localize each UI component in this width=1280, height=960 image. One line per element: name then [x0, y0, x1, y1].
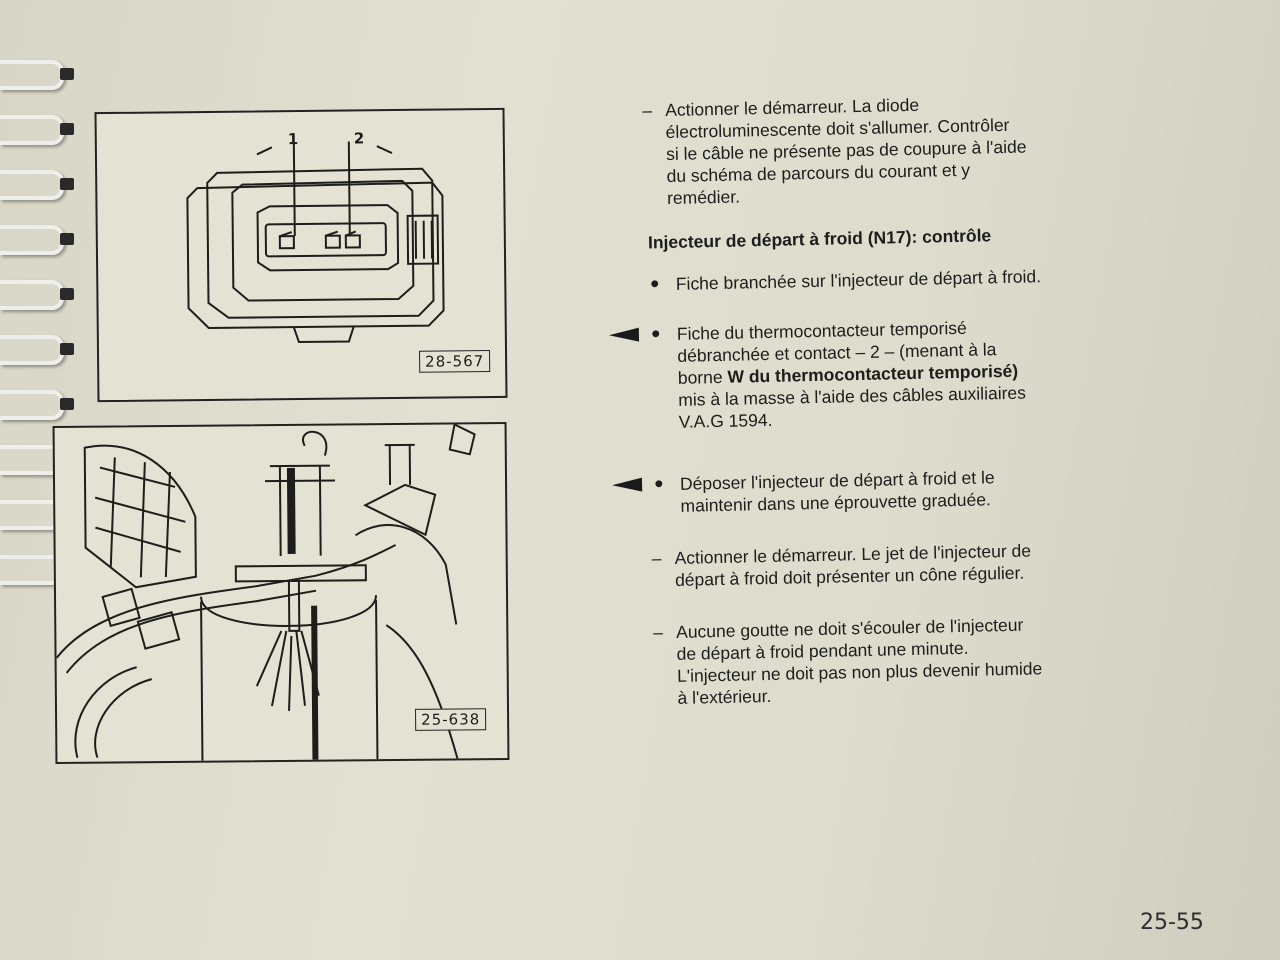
- connector-figure: 1 2 28-567: [94, 107, 508, 403]
- page-number: 25-55: [1140, 910, 1204, 935]
- step-remove-injector: ● Déposer l'injecteur de départ à froid …: [611, 462, 1209, 518]
- step-start-engine-spray: – Actionner le démarreur. Le jet de l'in…: [651, 540, 1032, 590]
- left-arrow-pointer-icon: [611, 477, 643, 493]
- dash-marker: –: [652, 622, 664, 643]
- callout-1: 1: [288, 130, 299, 148]
- instructions-column: – Actionner le démarreur. La diode élect…: [608, 88, 1213, 732]
- left-arrow-pointer-icon: [608, 327, 640, 343]
- dash-marker: –: [642, 100, 653, 121]
- bullet-marker: ●: [653, 475, 664, 493]
- step-thermo-switch: ● Fiche du thermocontacteur temporisé dé…: [608, 312, 1207, 434]
- callout-2: 2: [354, 129, 365, 147]
- bullet-marker: ●: [650, 325, 661, 343]
- injector-figure: 25-638: [52, 422, 510, 764]
- step-start-engine-diode: – Actionner le démarreur. La diode élect…: [642, 94, 1027, 209]
- dash-marker: –: [651, 548, 662, 569]
- section-heading: Injecteur de départ à froid (N17): contr…: [647, 225, 992, 253]
- figure-code-top: 28-567: [419, 350, 491, 373]
- step-no-drip: – Aucune goutte ne doit s'écouler de l'i…: [652, 614, 1043, 708]
- figure-code-bottom: 25-638: [415, 708, 487, 731]
- step-plug-connected: ● Fiche branchée sur l'injecteur de dépa…: [649, 266, 1042, 294]
- bullet-marker: ●: [649, 275, 660, 293]
